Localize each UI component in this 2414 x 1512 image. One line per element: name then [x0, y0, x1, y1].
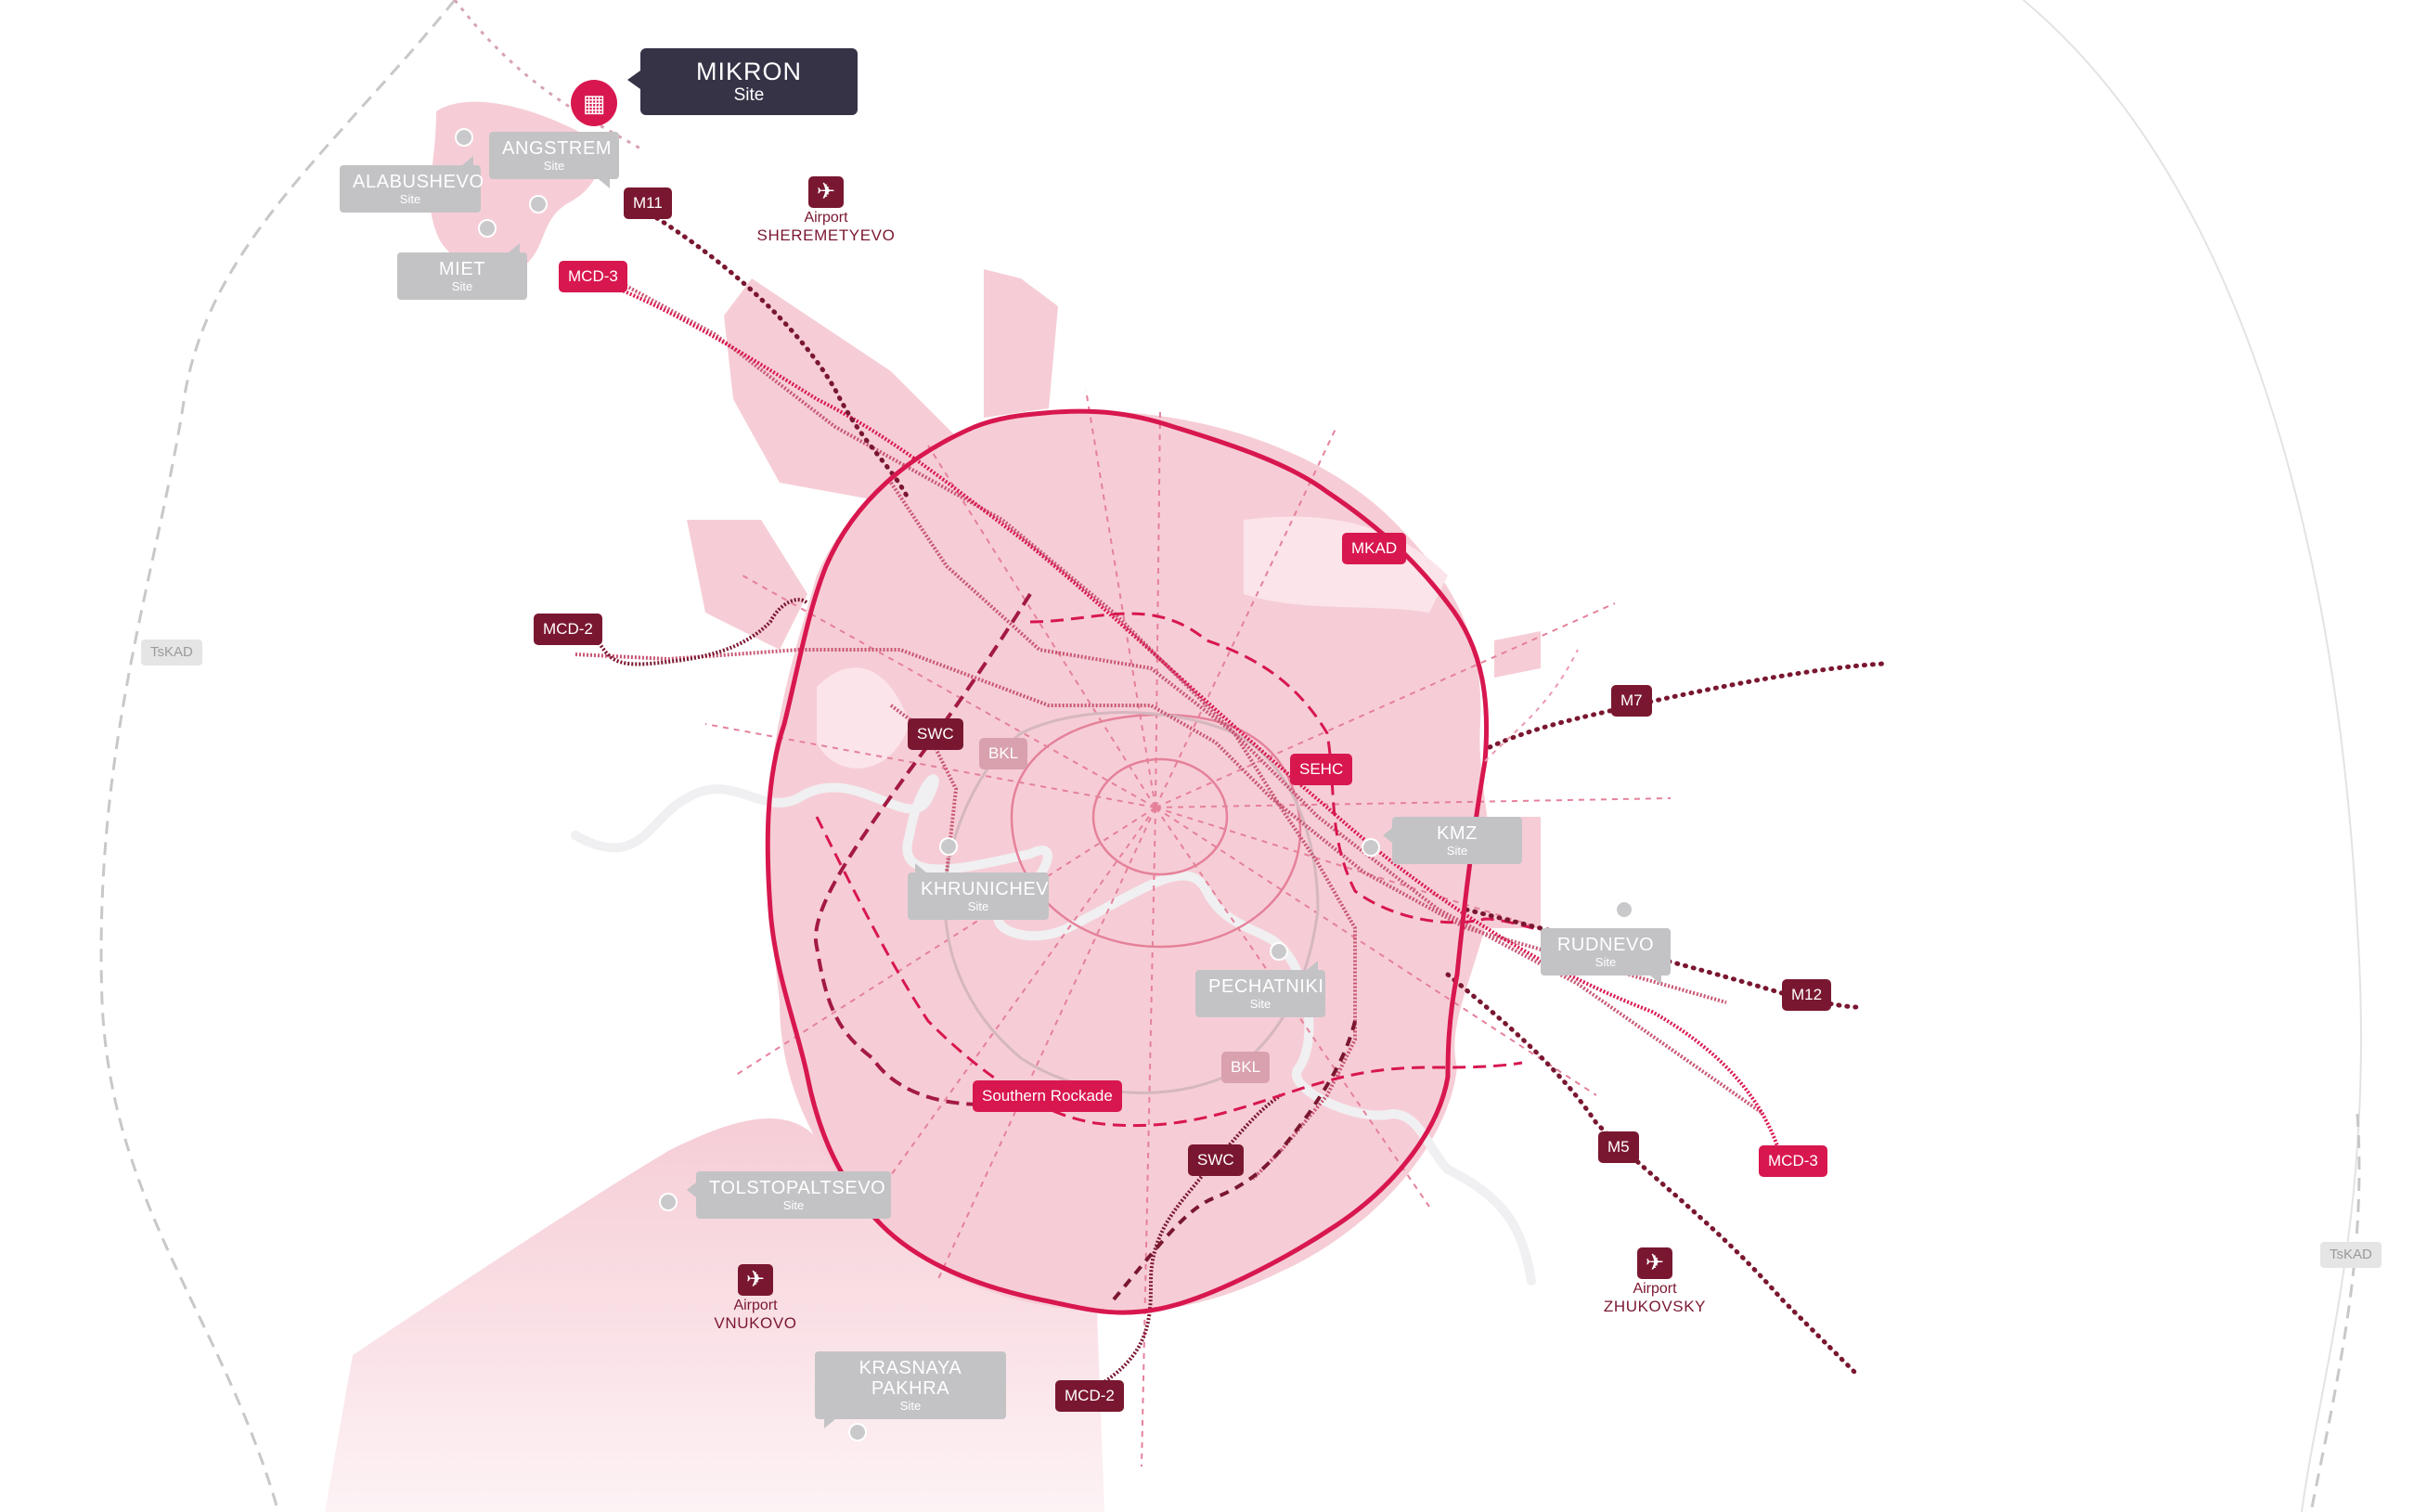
bkl-tag-s[interactable]: BKL [1221, 1052, 1271, 1083]
rudnevo-name: RUDNEVO [1556, 935, 1655, 955]
city-east-area-2 [1494, 631, 1541, 678]
mcd2-tag-s[interactable]: MCD-2 [1055, 1380, 1124, 1412]
kmz-sub: Site [1446, 844, 1468, 858]
swc-tag-s[interactable]: SWC [1188, 1144, 1244, 1176]
kmz-name: KMZ [1436, 823, 1478, 844]
mikron-name: MIKRON [696, 58, 802, 85]
plane-icon: ✈ [808, 176, 844, 208]
rudnevo-label[interactable]: RUDNEVO Site [1541, 928, 1671, 985]
krasnaya-pin[interactable] [848, 1423, 867, 1441]
krasnaya-label[interactable]: KRASNAYA PAKHRA Site [815, 1351, 1006, 1428]
airport-zhukovsky-l1: Airport [1633, 1281, 1677, 1297]
tskad-ring-east-dash [2309, 1113, 2361, 1512]
mikron-sub: Site [733, 85, 765, 105]
plane-icon: ✈ [1637, 1247, 1672, 1279]
miet-name: MIET [438, 259, 486, 279]
angstrem-name: ANGSTREM [502, 138, 613, 159]
alabushevo-name: ALABUSHEVO [353, 172, 484, 192]
khrunichev-name: KHRUNICHEV [921, 879, 1050, 899]
mkad-ring [765, 408, 1490, 1315]
miet-sub: Site [451, 279, 473, 293]
airport-vnukovo-l1: Airport [733, 1298, 778, 1313]
swc-line [813, 592, 1032, 1106]
miet-label[interactable]: MIET Site [397, 243, 527, 300]
angstrem-sub: Site [543, 159, 565, 173]
tolstopaltsevo-pin[interactable] [659, 1193, 678, 1211]
bkl-tag-n[interactable]: BKL [979, 738, 1028, 769]
m5-line [1445, 972, 1859, 1376]
east-connector [1484, 649, 1579, 762]
garden-ring [1091, 757, 1229, 876]
m5-tag[interactable]: M5 [1598, 1131, 1639, 1163]
alabushevo-sub: Site [399, 192, 421, 206]
khrunichev-label[interactable]: KHRUNICHEV Site [908, 863, 1050, 920]
mikron-label[interactable]: MIKRON Site [627, 48, 858, 115]
city-north-area [724, 278, 956, 501]
sehc-line [1029, 612, 1569, 939]
mcd2-tag-w[interactable]: MCD-2 [534, 614, 602, 645]
khrunichev-pin[interactable] [939, 837, 958, 856]
mcd2-line [579, 598, 809, 666]
m11-tag[interactable]: M11 [624, 187, 672, 219]
airport-sheremetyevo-l2: SHEREMETYEVO [756, 226, 896, 244]
swc-line-s [1112, 1020, 1357, 1301]
sehc-tag[interactable]: SEHC [1290, 754, 1353, 785]
tskad-ring [99, 0, 457, 1512]
rudnevo-pin[interactable] [1615, 900, 1633, 919]
m11-line [647, 211, 912, 504]
radial-roads [704, 389, 1672, 1467]
southern-rockade-tag[interactable]: Southern Rockade [973, 1080, 1122, 1112]
m7-tag[interactable]: M7 [1611, 685, 1652, 717]
tskad-tag-w: TsKAD [141, 640, 202, 666]
pechatniki-name: PECHATNIKI [1208, 976, 1324, 997]
pechatniki-label[interactable]: PECHATNIKI Site [1195, 961, 1325, 1017]
city-west-area [687, 520, 807, 650]
m12-tag[interactable]: M12 [1782, 979, 1832, 1011]
kmz-label[interactable]: KMZ Site [1383, 817, 1522, 864]
airport-vnukovo-l2: VNUKOVO [714, 1314, 797, 1332]
tolstopaltsevo-name: TOLSTOPALTSEVO [709, 1178, 886, 1198]
airport-zhukovsky-l2: ZHUKOVSKY [1603, 1298, 1707, 1315]
southern-rockade-line [815, 816, 1523, 1128]
mcd3-line [591, 277, 1784, 1161]
pechatniki-pin[interactable] [1270, 942, 1288, 961]
airport-sheremetyevo-l1: Airport [804, 210, 848, 226]
mkad-tag[interactable]: MKAD [1342, 533, 1407, 564]
third-ring [1010, 713, 1302, 949]
krasnaya-sub: Site [899, 1399, 922, 1413]
mikron-pin[interactable]: ▦ [571, 80, 617, 126]
airport-sheremetyevo[interactable]: ✈ Airport SHEREMETYEVO [752, 176, 900, 244]
tolstopaltsevo-sub: Site [782, 1198, 805, 1212]
alabushevo-label[interactable]: ALABUSHEVO Site [340, 156, 484, 213]
park-area-west [817, 667, 910, 769]
miet-pin[interactable] [478, 219, 497, 238]
alabushevo-pin[interactable] [455, 128, 473, 147]
m7-line [1487, 661, 1887, 750]
khrunichev-sub: Site [967, 899, 989, 913]
tolstopaltsevo-label[interactable]: TOLSTOPALTSEVO Site [687, 1171, 891, 1219]
swc-tag-w[interactable]: SWC [908, 718, 963, 750]
mcd3-tag-se[interactable]: MCD-3 [1759, 1145, 1827, 1177]
rudnevo-sub: Site [1594, 955, 1617, 969]
airport-zhukovsky[interactable]: ✈ Airport ZHUKOVSKY [1594, 1247, 1715, 1315]
tskad-ring-east [2022, 0, 2362, 1512]
moskva-river [571, 774, 1536, 1286]
krasnaya-name: KRASNAYA PAKHRA [858, 1358, 962, 1399]
plane-icon: ✈ [738, 1264, 773, 1296]
angstrem-pin[interactable] [529, 195, 548, 213]
pechatniki-sub: Site [1249, 997, 1272, 1011]
airport-vnukovo[interactable]: ✈ Airport VNUKOVO [700, 1264, 811, 1332]
mcd3-tag-nw[interactable]: MCD-3 [559, 261, 627, 292]
city-northeast-area [984, 269, 1058, 418]
angstrem-label[interactable]: ANGSTREM Site [489, 132, 619, 188]
kmz-pin[interactable] [1362, 838, 1380, 857]
tskad-tag-e: TsKAD [2320, 1242, 2382, 1268]
